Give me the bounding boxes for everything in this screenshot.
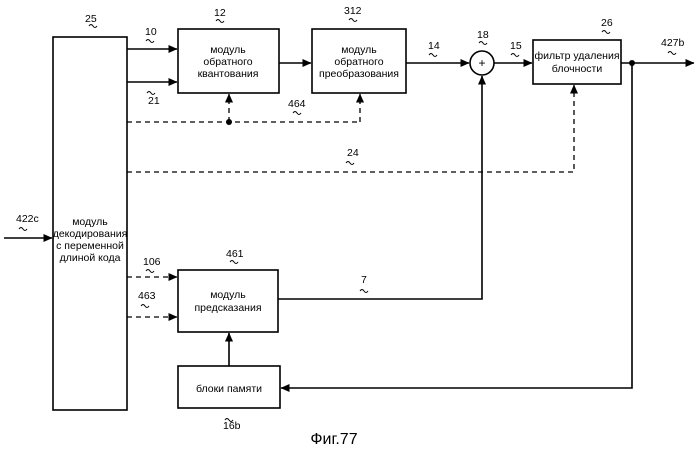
svg-text:464: 464: [288, 98, 306, 110]
adder-node: +: [470, 51, 494, 75]
svg-text:15: 15: [510, 40, 522, 52]
memory-block: блоки памяти: [178, 366, 280, 408]
svg-text:обратного: обратного: [203, 56, 252, 68]
svg-text:модуль: модуль: [341, 44, 377, 56]
svg-text:блоки памяти: блоки памяти: [196, 383, 262, 395]
deblocking-filter-block: фильтр удаления блочности: [533, 40, 621, 84]
svg-text:квантования: квантования: [198, 68, 259, 80]
svg-text:422c: 422c: [16, 213, 39, 225]
svg-text:18: 18: [477, 29, 489, 41]
svg-text:461: 461: [226, 248, 244, 260]
svg-text:24: 24: [347, 147, 359, 159]
svg-text:10: 10: [145, 26, 157, 38]
svg-text:декодирования: декодирования: [53, 228, 128, 240]
svg-text:14: 14: [428, 40, 440, 52]
svg-text:+: +: [478, 56, 485, 70]
svg-text:модуль: модуль: [210, 44, 246, 56]
svg-text:преобразования: преобразования: [319, 68, 399, 80]
figure-caption: Фиг.77: [310, 431, 357, 448]
prediction-block: модуль предсказания: [178, 270, 278, 332]
svg-text:7: 7: [361, 274, 367, 286]
vld-block: модуль декодирования с переменной длиной…: [53, 37, 128, 410]
svg-text:с переменной: с переменной: [56, 240, 124, 252]
svg-text:модуль: модуль: [72, 216, 108, 228]
svg-text:предсказания: предсказания: [194, 302, 261, 314]
inverse-transform-block: модуль обратного преобразования: [312, 29, 406, 93]
svg-text:312: 312: [344, 5, 362, 17]
svg-text:427b: 427b: [661, 37, 685, 49]
svg-text:модуль: модуль: [210, 289, 246, 301]
svg-text:длиной кода: длиной кода: [60, 252, 121, 264]
svg-text:106: 106: [143, 256, 161, 268]
svg-text:25: 25: [85, 13, 97, 25]
svg-text:21: 21: [148, 95, 160, 107]
inverse-quantization-block: модуль обратного квантования: [178, 29, 279, 93]
svg-text:обратного: обратного: [334, 56, 383, 68]
svg-text:26: 26: [601, 17, 613, 29]
svg-text:фильтр удаления: фильтр удаления: [534, 50, 619, 62]
svg-text:12: 12: [214, 7, 226, 19]
svg-text:463: 463: [138, 290, 156, 302]
svg-text:блочности: блочности: [552, 63, 603, 75]
